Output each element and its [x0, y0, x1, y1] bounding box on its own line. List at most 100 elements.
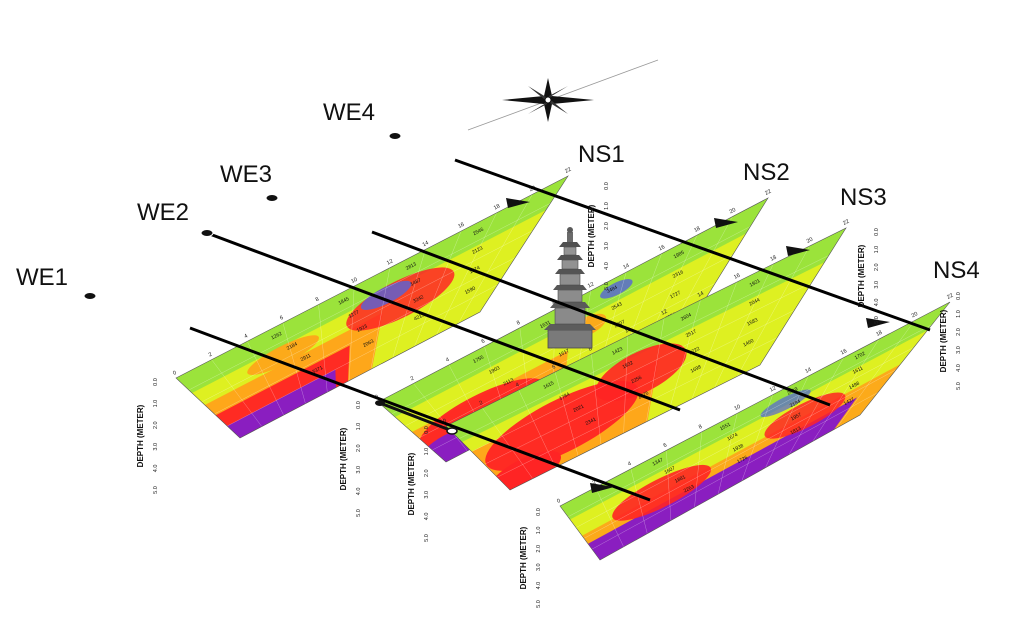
depth-tick: 3.0	[356, 466, 362, 474]
distance-tick: 10	[624, 327, 632, 335]
distance-tick: 18	[875, 330, 883, 338]
line-we3-marker	[265, 194, 279, 202]
depth-tick: 2.0	[153, 421, 159, 429]
line-labels: WE1 WE2 WE3 WE4 NS1 NS2 NS3 NS4	[16, 99, 980, 291]
distance-tick: 14	[422, 240, 430, 248]
depth-axis-title: DEPTH (METER)	[519, 526, 528, 589]
depth-tick: 3.0	[424, 491, 430, 499]
profile-ns4: 1347160718812263155116741938172624192184…	[556, 293, 954, 561]
reading-value: 2604	[680, 312, 693, 322]
depth-tick: 3.0	[536, 563, 542, 571]
depth-tick: 4.0	[424, 513, 430, 521]
line-we3	[371, 230, 831, 407]
depth-tick: 5.0	[356, 509, 362, 517]
distance-tick: 20	[911, 311, 919, 319]
resistivity-profiles: 1262218429113371184512771923206328131487…	[172, 167, 954, 561]
depth-tick: 2.0	[956, 328, 962, 336]
depth-tick: 4.0	[604, 262, 610, 270]
depth-axis-ns2: DEPTH (METER)0.01.02.03.04.05.0	[339, 401, 362, 517]
distance-tick: 16	[733, 273, 741, 281]
profile-outline	[445, 227, 847, 491]
distance-tick: 12	[386, 258, 394, 266]
reading-value: 1607	[664, 465, 677, 475]
reading-value: 1727	[669, 290, 682, 300]
compass-rose-icon	[467, 59, 659, 131]
depth-tick: 0.0	[536, 508, 542, 516]
distance-tick: 20	[729, 207, 737, 215]
distance-tick: 6	[279, 315, 284, 322]
reading-value: 1957	[790, 412, 803, 422]
distance-tick: 14	[804, 367, 812, 375]
distance-tick: 4	[243, 333, 248, 340]
depth-tick: 3.0	[956, 346, 962, 354]
depth-axis-ns4: DEPTH (METER)0.01.02.03.04.05.0	[519, 508, 542, 608]
distance-tick: 22	[764, 189, 772, 197]
anomaly-mid	[247, 335, 319, 376]
depth-axis-title: DEPTH (METER)	[407, 452, 416, 515]
distance-tick: 22	[946, 293, 954, 301]
profile-outline	[175, 175, 569, 439]
reading-value: 2517	[685, 329, 698, 339]
depth-tick: 0.0	[153, 378, 159, 386]
reading-value: 1590	[464, 285, 477, 295]
depth-tick: 2.0	[356, 444, 362, 452]
label-ns3: NS3	[840, 184, 887, 211]
distance-tick: 18	[493, 203, 501, 211]
reading-value: 1784	[558, 391, 571, 401]
reading-value: 3242	[412, 294, 425, 304]
direction-arrow-icon	[786, 246, 810, 256]
depth-tick: 1.0	[153, 400, 159, 408]
depth-axis-title: DEPTH (METER)	[587, 204, 596, 267]
direction-arrow-icon	[506, 198, 530, 208]
line-marker	[375, 400, 385, 406]
distance-tick: 0	[556, 498, 561, 505]
depth-tick: 0.0	[956, 292, 962, 300]
distance-tick: 6	[481, 338, 486, 345]
line-we4	[454, 158, 931, 332]
distance-tick: 8	[588, 346, 593, 353]
reading-value: 1427	[843, 397, 856, 407]
depth-tick: 1.0	[956, 310, 962, 318]
reading-value: 2113	[503, 377, 515, 387]
distance-tick: 14	[622, 263, 630, 271]
label-ns2: NS2	[743, 159, 790, 186]
reading-value: 1498	[848, 381, 861, 391]
distance-tick: 4	[445, 357, 450, 364]
line-segment	[379, 401, 456, 434]
reading-value: 1674	[726, 432, 739, 442]
depth-tick: 3.0	[874, 281, 880, 289]
reading-value: 1460	[742, 338, 755, 348]
reading-value: 1631	[539, 320, 552, 330]
depth-tick: 4.0	[153, 465, 159, 473]
distance-tick: 12	[769, 385, 777, 393]
reading-value: 1617	[558, 348, 571, 358]
depth-tick: 4.0	[956, 364, 962, 372]
reading-value: 2021	[572, 403, 585, 413]
anomaly-low	[360, 280, 412, 310]
line-we2-marker	[200, 229, 214, 237]
reading-value: 1702	[854, 351, 867, 361]
reading-value: 1903	[488, 365, 501, 375]
survey-lines	[83, 132, 931, 502]
reading-value: 1551	[719, 422, 732, 432]
distance-tick: 2	[592, 480, 597, 487]
depth-tick: 4.0	[536, 582, 542, 590]
distance-tick: 10	[350, 277, 358, 285]
direction-arrow-icon	[866, 318, 890, 328]
depth-tick: 2.0	[874, 263, 880, 271]
distance-tick: 4	[627, 461, 632, 468]
depth-tick: 2.0	[604, 222, 610, 230]
distance-tick: 4	[515, 382, 520, 389]
zone-extreme	[227, 369, 336, 438]
depth-tick: 4.0	[356, 488, 362, 496]
line-we1-marker	[83, 292, 97, 300]
depth-axis-ns1: DEPTH (METER)0.01.02.03.04.05.0	[136, 378, 159, 494]
reading-value: 1813	[790, 426, 803, 436]
depth-axis-ns3: DEPTH (METER)0.01.02.03.04.05.0	[407, 426, 430, 542]
profile-ns1: 1262218429113371184512771923206328131487…	[172, 167, 572, 439]
depth-tick: 2.0	[536, 545, 542, 553]
reading-value: 1923	[356, 323, 369, 333]
distance-tick: 0	[172, 370, 177, 377]
